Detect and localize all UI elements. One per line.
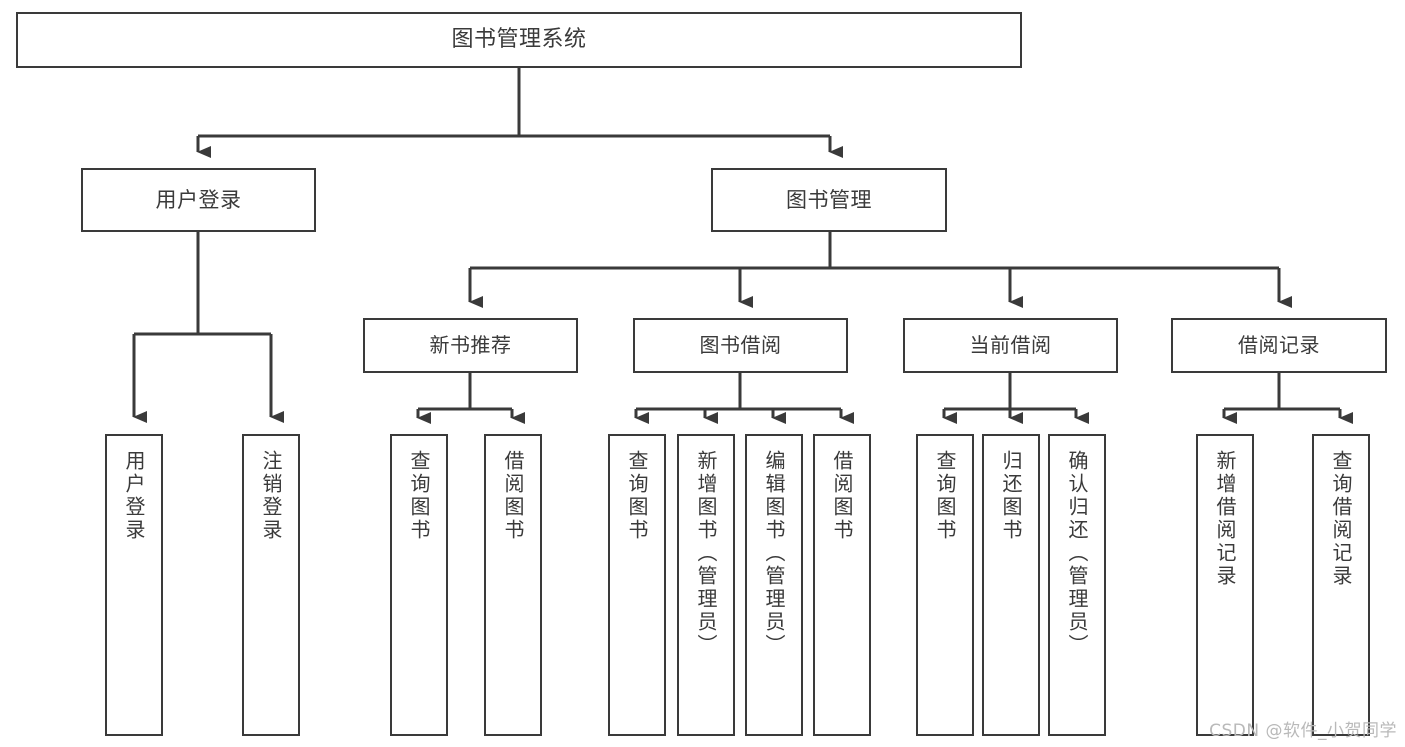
watermark-csdn: CSDN @软件_小贺同学 <box>1209 721 1397 741</box>
node-label: 图书管理系统 <box>451 27 587 53</box>
node-label: 查询借阅记录 <box>1329 450 1353 588</box>
leaf-book-borrow-edit-book-admin[interactable]: 编辑图书（管理员） <box>745 434 803 736</box>
node-label: 新增图书（管理员） <box>694 450 718 657</box>
leaf-user-login-login[interactable]: 用户登录 <box>105 434 163 736</box>
node-root-book-management-system[interactable]: 图书管理系统 <box>16 12 1022 68</box>
leaf-current-borrow-query-book[interactable]: 查询图书 <box>916 434 974 736</box>
node-label: 当前借阅 <box>969 333 1052 357</box>
node-label: 借阅记录 <box>1238 333 1320 357</box>
node-book-borrow[interactable]: 图书借阅 <box>633 318 848 373</box>
leaf-new-book-query-book[interactable]: 查询图书 <box>390 434 448 736</box>
node-label: 借阅图书 <box>830 450 854 542</box>
node-label: 新书推荐 <box>429 333 512 357</box>
node-book-management[interactable]: 图书管理 <box>711 168 947 232</box>
node-user-login[interactable]: 用户登录 <box>81 168 316 232</box>
node-label: 借阅图书 <box>501 450 525 542</box>
node-label: 用户登录 <box>155 187 242 212</box>
leaf-user-login-logout[interactable]: 注销登录 <box>242 434 300 736</box>
leaf-book-borrow-add-book-admin[interactable]: 新增图书（管理员） <box>677 434 735 736</box>
node-label: 新增借阅记录 <box>1213 450 1237 588</box>
node-label: 注销登录 <box>259 450 283 542</box>
node-label: 查询图书 <box>625 450 649 542</box>
node-label: 查询图书 <box>933 450 957 542</box>
node-borrow-record[interactable]: 借阅记录 <box>1171 318 1387 373</box>
node-label: 图书借阅 <box>699 333 782 357</box>
leaf-current-borrow-return-book[interactable]: 归还图书 <box>982 434 1040 736</box>
leaf-borrow-record-add-record[interactable]: 新增借阅记录 <box>1196 434 1254 736</box>
node-label: 查询图书 <box>407 450 431 542</box>
node-label: 确认归还（管理员） <box>1065 450 1089 657</box>
leaf-book-borrow-borrow-book[interactable]: 借阅图书 <box>813 434 871 736</box>
node-current-borrow[interactable]: 当前借阅 <box>903 318 1118 373</box>
node-new-book-recommend[interactable]: 新书推荐 <box>363 318 578 373</box>
leaf-book-borrow-query-book[interactable]: 查询图书 <box>608 434 666 736</box>
node-label: 编辑图书（管理员） <box>762 450 786 657</box>
leaf-new-book-borrow-book[interactable]: 借阅图书 <box>484 434 542 736</box>
leaf-borrow-record-query-record[interactable]: 查询借阅记录 <box>1312 434 1370 736</box>
node-label: 归还图书 <box>999 450 1023 542</box>
node-label: 图书管理 <box>786 187 872 212</box>
node-label: 用户登录 <box>122 450 146 542</box>
leaf-current-borrow-confirm-return-admin[interactable]: 确认归还（管理员） <box>1048 434 1106 736</box>
